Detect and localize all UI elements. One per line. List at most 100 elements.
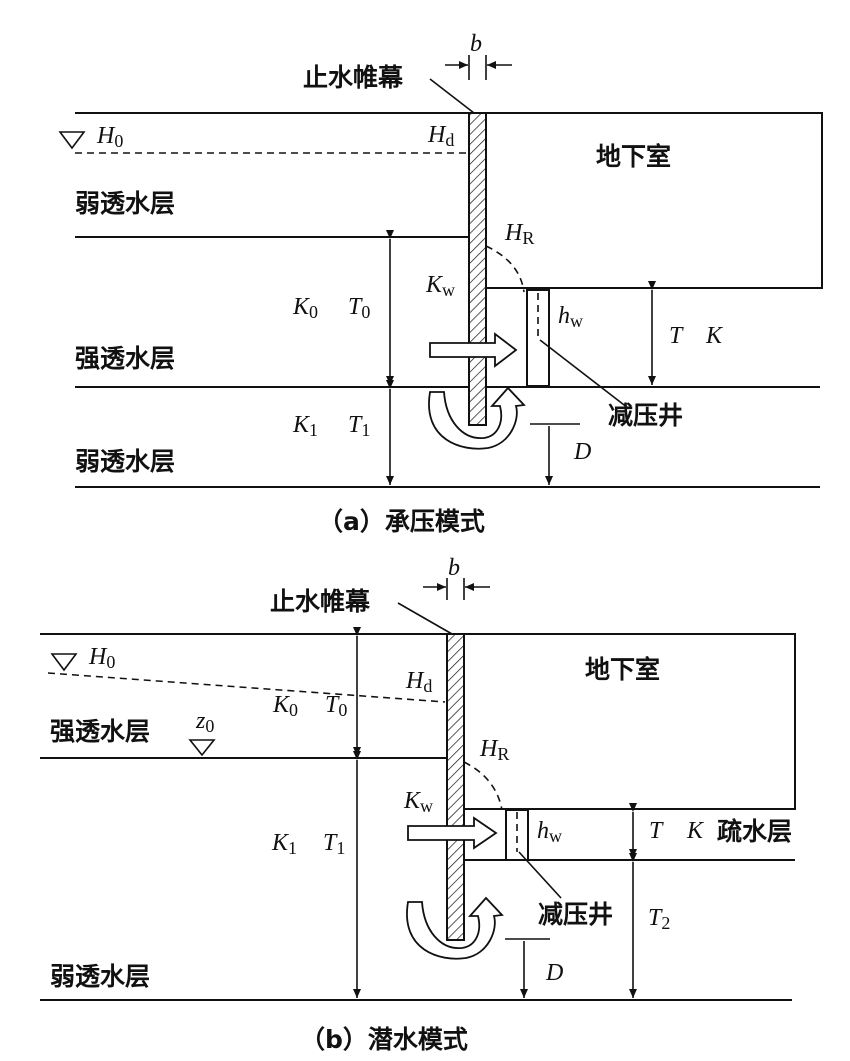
sym-K: K bbox=[705, 323, 724, 349]
sub-H0: 0 bbox=[114, 131, 123, 151]
sub-Kw: w bbox=[442, 280, 455, 300]
sym-b: b bbox=[448, 555, 460, 581]
curtain-leader bbox=[429, 78, 475, 114]
sub-Hd: d bbox=[445, 130, 454, 150]
svg-text:T0: T0 bbox=[348, 294, 370, 322]
sym-D: D bbox=[573, 439, 591, 465]
sub-Kw: w bbox=[420, 796, 433, 816]
cutoff-curtain bbox=[468, 112, 487, 426]
sym-Kw: K bbox=[425, 272, 444, 298]
layer-label-top: 弱透水层 bbox=[75, 189, 175, 218]
flow-arrow-under bbox=[406, 896, 504, 960]
svg-text:Hd: Hd bbox=[427, 122, 454, 150]
water-table-icon bbox=[58, 131, 86, 150]
curtain-label: 止水帷幕 bbox=[270, 587, 371, 616]
svg-text:K0: K0 bbox=[292, 294, 318, 322]
layer-label-bottom: 弱透水层 bbox=[50, 962, 150, 991]
well-label: 减压井 bbox=[538, 900, 613, 929]
sym-HR: H bbox=[479, 736, 499, 762]
svg-text:K0: K0 bbox=[272, 692, 298, 720]
sub-HR: R bbox=[522, 228, 534, 248]
sub-Hd: d bbox=[423, 676, 432, 696]
svg-text:T0: T0 bbox=[325, 692, 347, 720]
sub-K1: 1 bbox=[288, 838, 297, 858]
sub-T1: 1 bbox=[336, 838, 345, 858]
sym-Hd: H bbox=[427, 122, 447, 148]
sym-Kw: K bbox=[403, 788, 422, 814]
sub-z0: 0 bbox=[205, 716, 214, 736]
layer-label-mid: 强透水层 bbox=[50, 717, 150, 746]
drawdown-curve bbox=[463, 761, 503, 811]
svg-text:HR: HR bbox=[504, 220, 534, 248]
sym-K1: K bbox=[292, 412, 311, 438]
phreatic-line bbox=[47, 672, 446, 703]
caption-a: （a）承压模式 bbox=[318, 507, 485, 536]
basement-label: 地下室 bbox=[596, 142, 671, 171]
svg-text:T1: T1 bbox=[323, 830, 345, 858]
svg-text:HR: HR bbox=[479, 736, 509, 764]
sub-T1: 1 bbox=[361, 420, 370, 440]
sym-z0: z bbox=[195, 708, 206, 734]
svg-text:T2: T2 bbox=[648, 905, 670, 933]
water-table-icon bbox=[50, 653, 78, 672]
sym-hw: h bbox=[558, 303, 570, 329]
svg-text:Hd: Hd bbox=[405, 668, 432, 696]
layer-label-mid: 强透水层 bbox=[75, 344, 175, 373]
sym-T: T bbox=[649, 818, 664, 844]
caption-b: （b）潜水模式 bbox=[300, 1025, 468, 1054]
sym-T1: T bbox=[348, 412, 363, 438]
sym-T: T bbox=[669, 323, 684, 349]
curtain-label: 止水帷幕 bbox=[303, 63, 404, 92]
drawdown-curve bbox=[485, 245, 525, 293]
sym-T0: T bbox=[348, 294, 363, 320]
svg-text:z0: z0 bbox=[195, 708, 214, 736]
sub-T2: 2 bbox=[661, 913, 670, 933]
svg-text:T1: T1 bbox=[348, 412, 370, 440]
relief-well bbox=[505, 809, 529, 861]
sym-K: K bbox=[686, 818, 705, 844]
well-leader bbox=[518, 851, 562, 899]
sym-D: D bbox=[545, 960, 563, 986]
sub-T0: 0 bbox=[338, 700, 347, 720]
sym-T2: T bbox=[648, 905, 663, 931]
panel-b: 地下室 H0 b 止水帷幕 Hd K0 T0 强透水层 z0 HR Kw bbox=[40, 555, 796, 1054]
sym-hw: h bbox=[537, 818, 549, 844]
sym-K1: K bbox=[271, 830, 290, 856]
svg-text:hw: hw bbox=[558, 303, 583, 331]
relief-well bbox=[526, 289, 550, 387]
svg-text:H0: H0 bbox=[96, 123, 123, 151]
flow-arrow-horizontal bbox=[429, 332, 518, 368]
svg-text:hw: hw bbox=[537, 818, 562, 846]
cutoff-curtain-full bbox=[446, 633, 465, 941]
svg-text:K1: K1 bbox=[292, 412, 318, 440]
svg-text:H0: H0 bbox=[88, 644, 115, 672]
sub-H0: 0 bbox=[106, 652, 115, 672]
water-level-icon-z0 bbox=[188, 739, 216, 757]
sub-hw: w bbox=[549, 826, 562, 846]
sym-K0: K bbox=[272, 692, 291, 718]
basement-label: 地下室 bbox=[585, 655, 660, 684]
curtain-leader bbox=[397, 602, 453, 635]
well-label: 减压井 bbox=[608, 401, 683, 430]
sub-HR: R bbox=[497, 744, 509, 764]
sub-hw: w bbox=[570, 311, 583, 331]
well-leader bbox=[539, 339, 629, 409]
sym-Hd: H bbox=[405, 668, 425, 694]
svg-text:Kw: Kw bbox=[425, 272, 455, 300]
sub-K0: 0 bbox=[289, 700, 298, 720]
sym-b: b bbox=[470, 31, 482, 57]
sym-H0: H bbox=[96, 123, 116, 149]
layer-label-bottom: 弱透水层 bbox=[75, 447, 175, 476]
panel-a: 地下室 H0 b 止水帷幕 Hd 弱透水层 强透水层 弱透水层 HR Kw hw… bbox=[58, 31, 823, 536]
sub-K1: 1 bbox=[309, 420, 318, 440]
svg-text:K1: K1 bbox=[271, 830, 297, 858]
sym-H0: H bbox=[88, 644, 108, 670]
sym-HR: H bbox=[504, 220, 524, 246]
drain-layer-label: 疏水层 bbox=[717, 817, 792, 846]
flow-arrow-under bbox=[428, 386, 526, 450]
svg-text:Kw: Kw bbox=[403, 788, 433, 816]
sub-T0: 0 bbox=[361, 302, 370, 322]
sym-K0: K bbox=[292, 294, 311, 320]
sub-K0: 0 bbox=[309, 302, 318, 322]
